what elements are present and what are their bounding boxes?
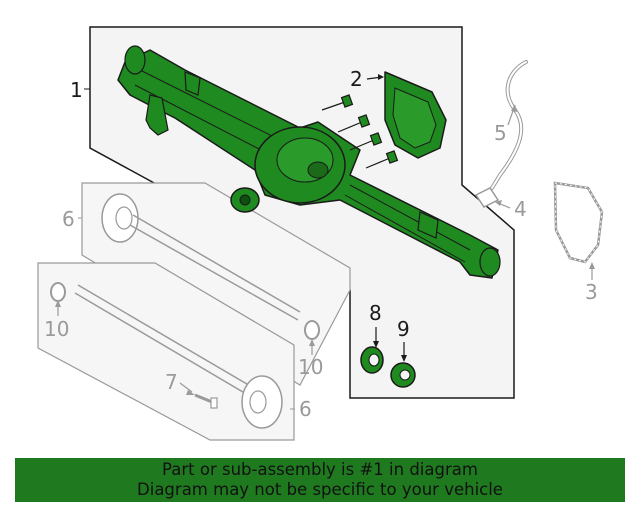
banner-line-1: Part or sub-assembly is #1 in diagram xyxy=(162,460,478,479)
callout-5[interactable]: 5 xyxy=(494,121,507,145)
callout-4[interactable]: 4 xyxy=(514,197,527,221)
leader-lines xyxy=(55,74,595,410)
callout-7[interactable]: 7 xyxy=(165,370,178,394)
cover-gasket[interactable] xyxy=(553,181,604,264)
highlight-banner: Part or sub-assembly is #1 in diagram Di… xyxy=(15,458,625,502)
callout-1[interactable]: 1 xyxy=(70,78,83,102)
wheel-stud[interactable] xyxy=(194,393,218,409)
axle-seal-right[interactable] xyxy=(304,320,320,340)
callout-10-right[interactable]: 10 xyxy=(298,355,323,379)
callout-6-lower[interactable]: 6 xyxy=(299,397,312,421)
cover-bolts[interactable] xyxy=(321,94,399,169)
callout-2[interactable]: 2 xyxy=(350,67,363,91)
callout-10-left[interactable]: 10 xyxy=(44,317,69,341)
axle-shaft-lower[interactable] xyxy=(74,284,283,429)
parts-diagram: 1 2 3 4 5 6 6 7 8 9 10 10 xyxy=(37,26,604,441)
axle-shaft-upper[interactable] xyxy=(101,193,301,321)
vent-connector[interactable] xyxy=(474,187,500,208)
pinion-seal[interactable] xyxy=(360,346,384,374)
axle-shaft-frame-upper xyxy=(81,182,351,386)
pinion-bearing[interactable] xyxy=(390,362,416,388)
axle-seal-left[interactable] xyxy=(50,282,66,302)
callout-3[interactable]: 3 xyxy=(585,280,598,304)
callout-6-upper[interactable]: 6 xyxy=(62,207,75,231)
axle-housing[interactable] xyxy=(117,45,501,279)
axle-shaft-frame-lower xyxy=(37,262,295,441)
banner-line-2: Diagram may not be specific to your vehi… xyxy=(137,480,503,499)
differential-cover[interactable] xyxy=(384,71,447,159)
callout-9[interactable]: 9 xyxy=(397,317,410,341)
callout-8[interactable]: 8 xyxy=(369,301,382,325)
